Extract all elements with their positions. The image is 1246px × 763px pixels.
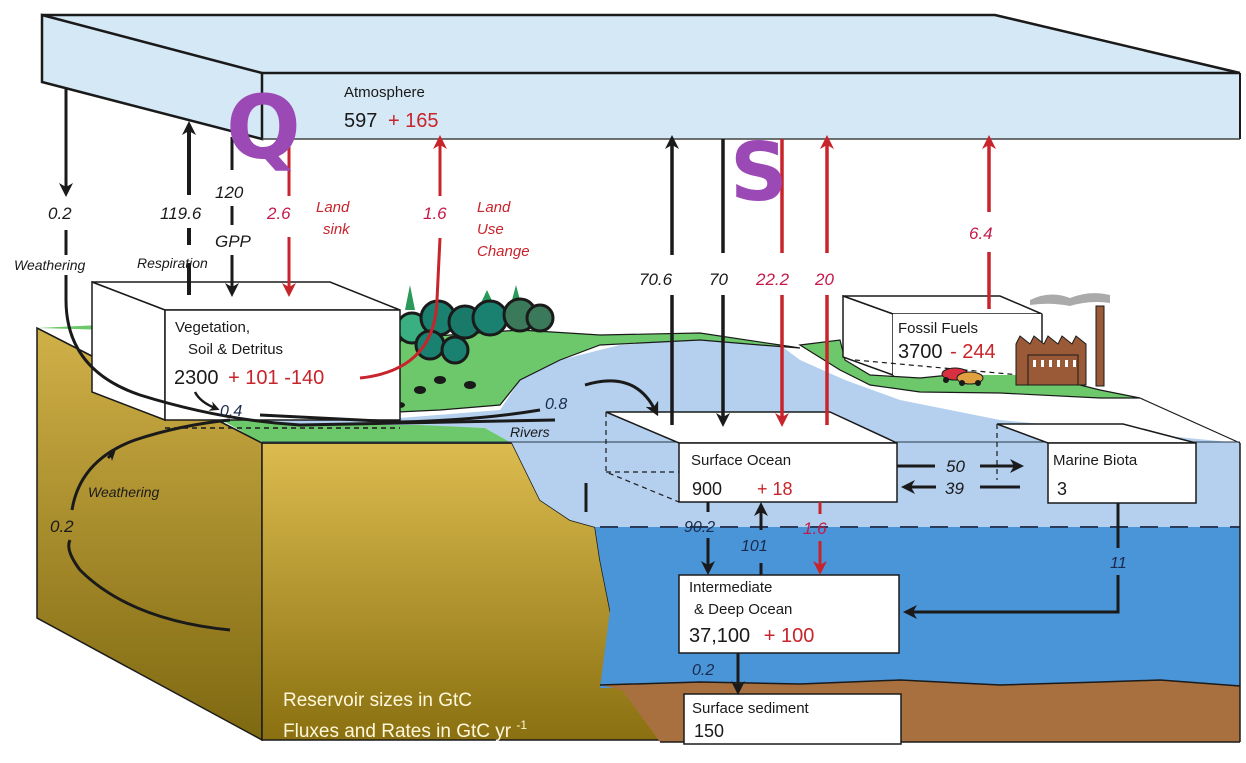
deep-ocean-base: 37,100 [689,625,750,647]
land-use-change-arrow: 1.6 Land Use Change [359,135,530,380]
land-sink-arrow: 2.6 Land sink [266,142,351,297]
deep-ocean-title-line2: & Deep Ocean [694,601,792,618]
rivers-label: Rivers [510,424,550,440]
weathering-loop-arrow: Weathering 0.2 [50,418,231,632]
svg-text:37,100 + 100: 37,100 + 100 [689,625,814,647]
atmosphere-title: Atmosphere [344,84,425,101]
ocean-anthro-up-value: 20 [814,270,834,289]
gpp-value: 120 [215,183,244,202]
cars-icon [941,367,984,386]
svg-text:2300 + 101 -140: 2300 + 101 -140 [174,367,324,389]
fossil-emission-arrow: 6.4 [969,135,996,309]
veg-to-rivers-value: 0.4 [220,403,242,420]
atmosphere-reservoir: Atmosphere 597 + 165 [40,13,1241,141]
rivers-arrow: 0.8 Rivers [259,379,659,440]
ocean-anthro-down-arrow: 22.2 [755,139,790,427]
fossil-emission-value: 6.4 [969,224,993,243]
gpp-label: GPP [215,232,252,251]
ocean-anthro-down-value: 22.2 [755,270,790,289]
respiration-label: Respiration [137,255,208,271]
units-legend: Reservoir sizes in GtC Fluxes and Rates … [283,690,527,742]
marker-s: S [730,126,788,219]
atmosphere-change: + 165 [388,110,439,132]
deep-to-sediment-arrow: 0.2 [692,653,745,695]
deep-ocean-change: + 100 [764,625,815,647]
land-use-label-line2: Use [477,221,504,238]
surface-to-biota-value: 50 [946,457,965,476]
legend-line2-superscript: -1 [516,718,527,732]
fossil-title: Fossil Fuels [898,320,978,337]
veg-to-rivers-arrow: 0.4 [193,391,242,420]
land-sink-label-line2: sink [323,221,351,238]
fossil-change: - 244 [950,341,996,363]
deep-to-surface-value: 101 [741,538,768,555]
biota-to-surface-value: 39 [945,479,964,498]
biota-to-deep-arrow: 11 [903,503,1127,619]
surface-ocean-title: Surface Ocean [691,452,791,469]
svg-text:3700 - 244: 3700 - 244 [898,341,996,363]
land-use-value: 1.6 [423,204,447,223]
fossil-fuels-reservoir: Fossil Fuels 3700 - 244 [842,294,1043,377]
gpp-arrow: 120 GPP [215,137,252,297]
surface-to-deep-value: 90.2 [684,519,715,536]
svg-text:597 + 165: 597 + 165 [344,110,439,132]
land-use-label-line1: Land [477,199,511,216]
land-use-label-line3: Change [477,243,530,260]
atmosphere-base: 597 [344,110,377,132]
land-sink-value: 2.6 [266,204,291,223]
ocean-up-value: 70.6 [639,270,673,289]
factory-icon [1015,293,1110,387]
surface-ocean-base: 900 [692,479,722,499]
sediment-base: 150 [694,721,724,741]
marker-q: Q [226,76,301,179]
land-block [36,325,662,742]
land-sink-label-line1: Land [316,199,350,216]
weathering-down-arrow: 0.2 Weathering [14,88,556,427]
deep-ocean-reservoir: Intermediate & Deep Ocean 37,100 + 100 [678,574,900,654]
sediment-reservoir: Surface sediment 150 [683,693,902,745]
surface-to-deep-arrow: 90.2 [684,502,715,575]
vegetation-title-line2: Soil & Detritus [188,341,283,358]
surface-to-biota-arrow: 50 [897,457,1024,476]
ocean-down-value: 70 [709,270,728,289]
weathering-down-label: Weathering [14,257,86,273]
sediment-title: Surface sediment [692,700,810,717]
legend-line2: Fluxes and Rates in GtC yr [283,721,512,742]
weathering-down-value: 0.2 [48,204,72,223]
surface-ocean-change: + 18 [757,479,793,499]
vegetation-reservoir: Vegetation, Soil & Detritus 2300 + 101 -… [91,280,401,429]
marine-biota-title: Marine Biota [1053,452,1138,469]
anthro-to-deep-value: 1.6 [803,519,827,538]
vegetation-title-line1: Vegetation, [175,319,250,336]
ocean-anthro-up-arrow: 20 [814,135,834,425]
fossil-base: 3700 [898,341,943,363]
legend-line1: Reservoir sizes in GtC [283,690,472,711]
weathering-loop-value: 0.2 [50,517,74,536]
vegetation-base: 2300 [174,367,219,389]
ocean-down-arrow: 70 [709,139,730,427]
respiration-arrow: 119.6 Respiration [137,121,208,295]
anthro-to-deep-arrow: 1.6 [803,502,827,575]
surface-ocean-reservoir: Surface Ocean 900 + 18 [605,411,898,503]
marine-biota-base: 3 [1057,479,1067,499]
deep-to-surface-arrow: 101 [741,502,768,575]
biota-to-surface-arrow: 39 [901,479,1020,498]
svg-text:Fluxes and Rates in GtC yr: Fluxes and Rates in GtC yr -1 [283,718,527,742]
deep-ocean-title-line1: Intermediate [689,579,772,596]
vegetation-change: + 101 -140 [228,367,324,389]
marine-biota-reservoir: Marine Biota 3 [996,423,1197,504]
rivers-value: 0.8 [545,396,567,413]
respiration-value: 119.6 [160,204,202,223]
ocean-uptake-up-arrow: 70.6 [639,135,679,425]
deep-to-sediment-value: 0.2 [692,662,714,679]
weathering-loop-label: Weathering [88,484,160,500]
biota-to-deep-value: 11 [1110,555,1127,572]
